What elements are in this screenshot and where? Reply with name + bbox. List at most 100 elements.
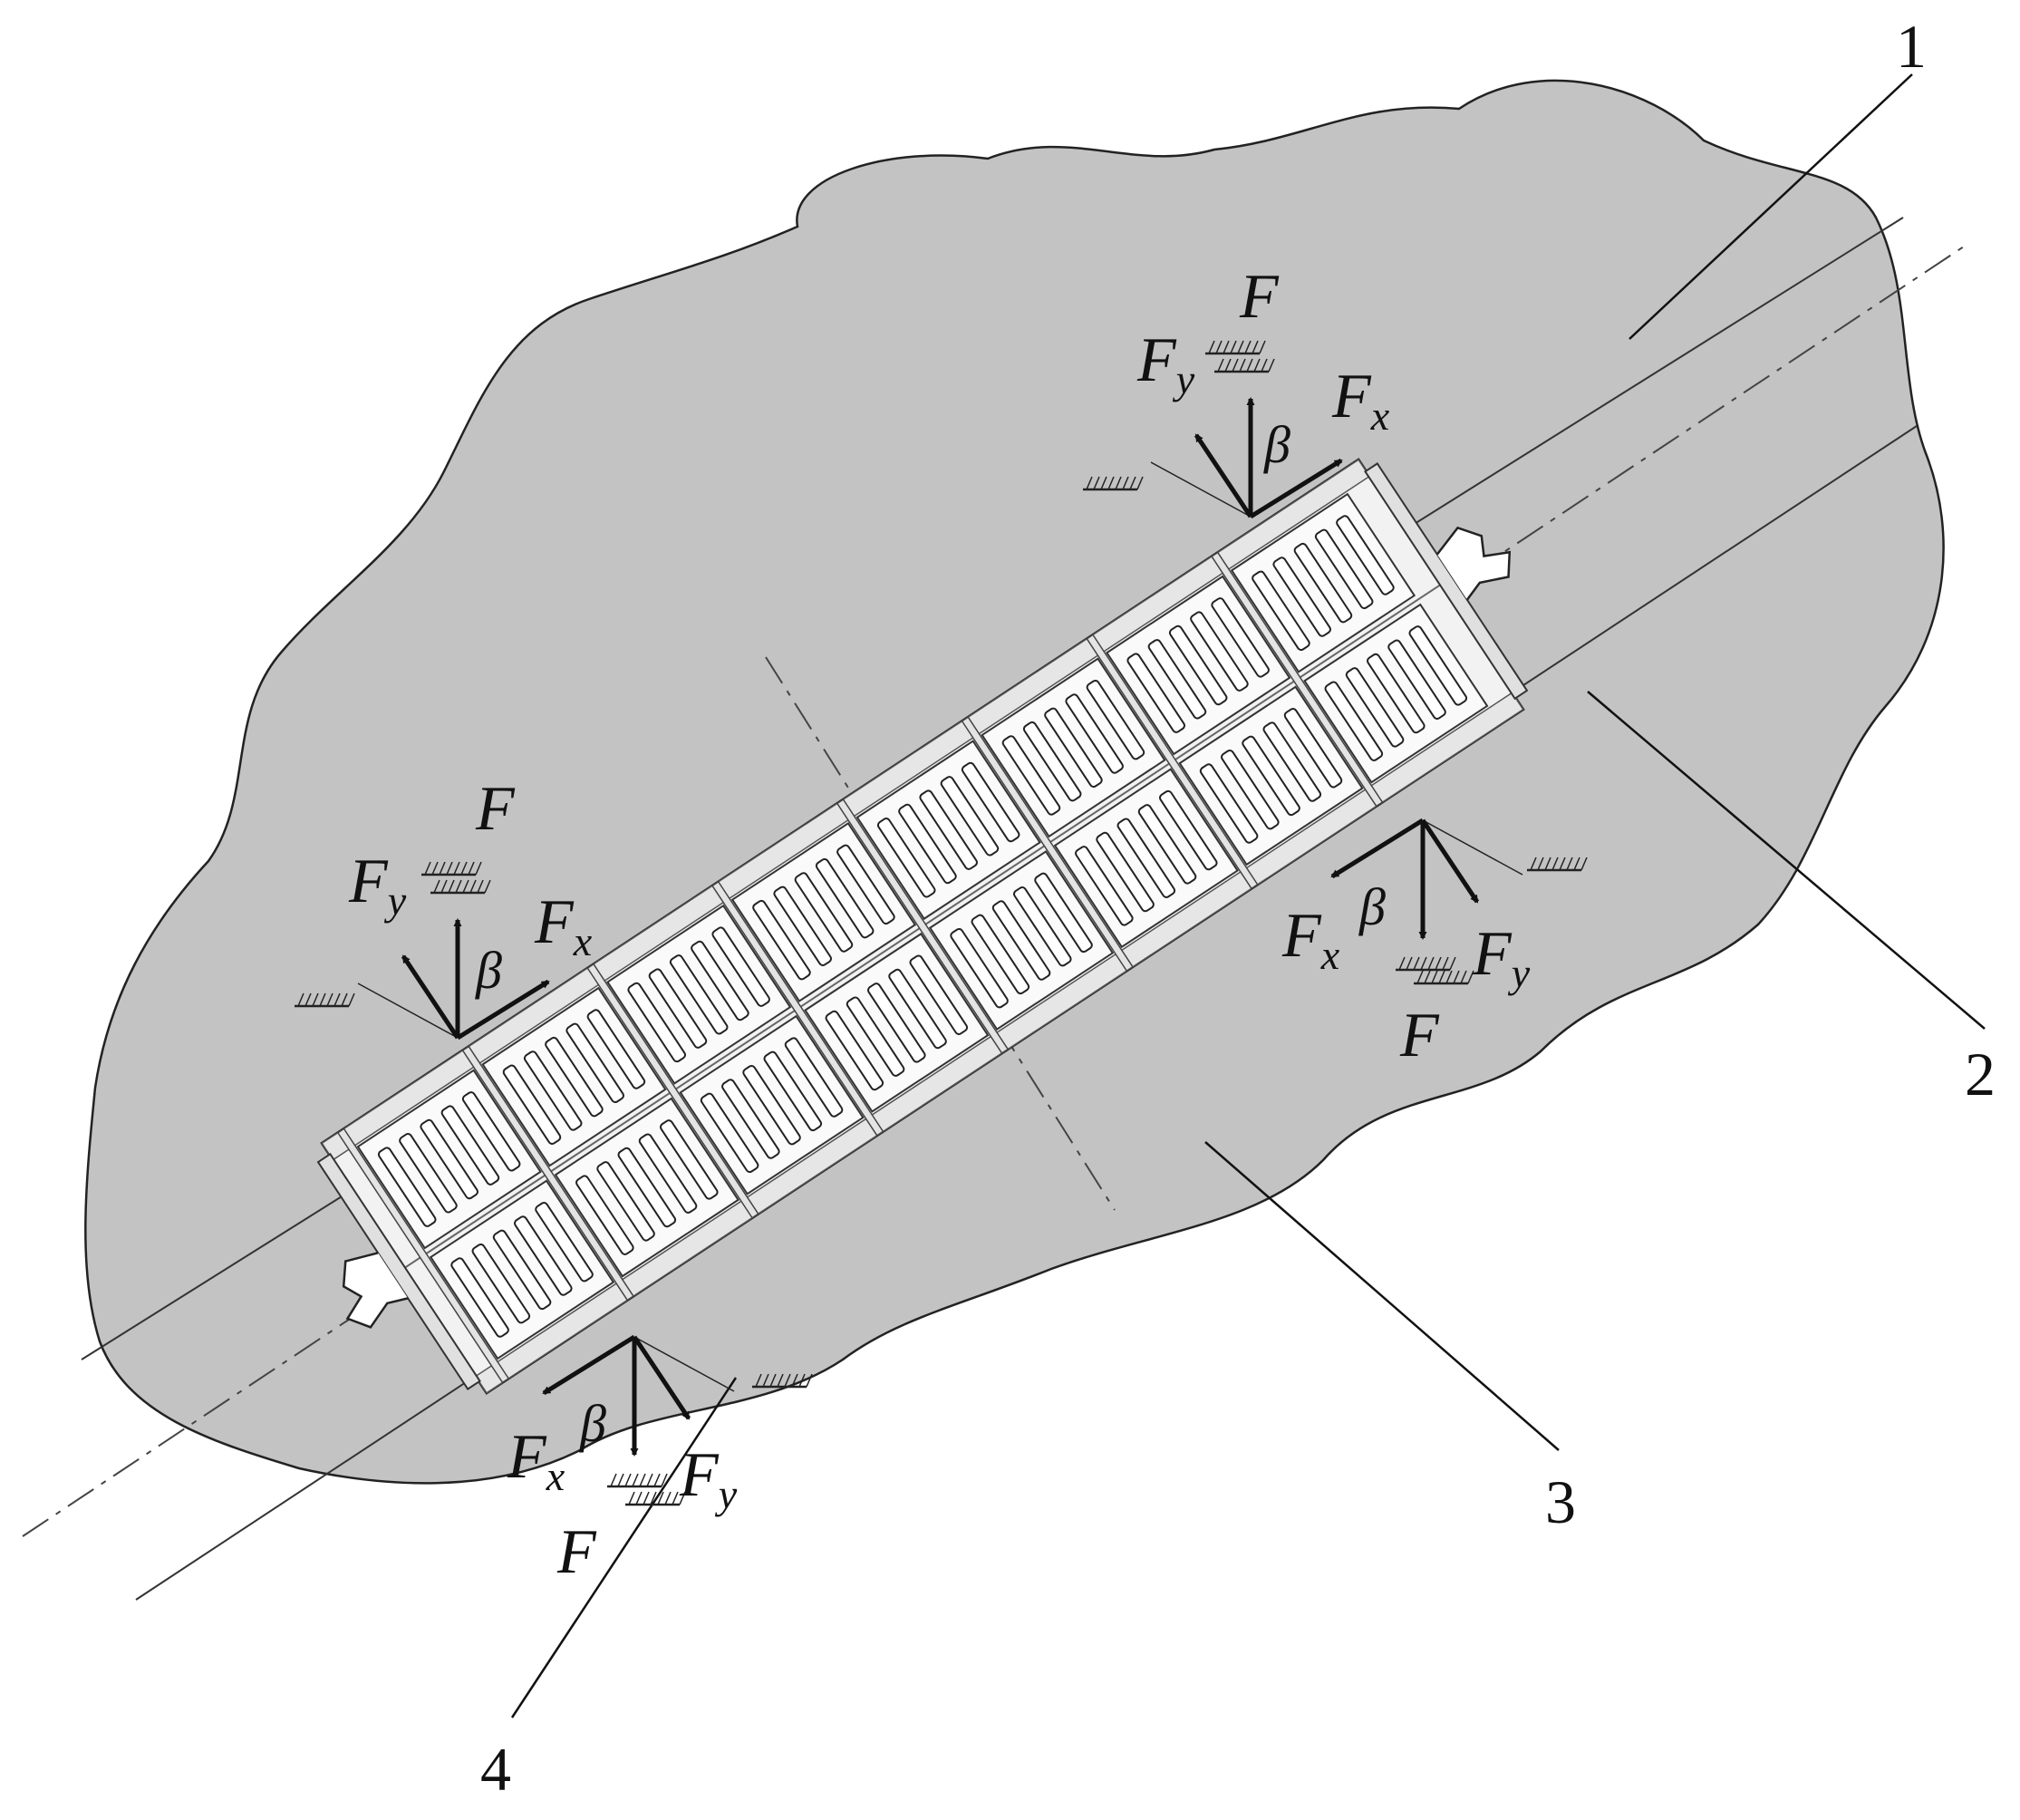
- slot: [502, 1064, 562, 1145]
- slot: [1126, 653, 1185, 733]
- slot: [991, 900, 1051, 981]
- label-beta: β: [1358, 877, 1386, 936]
- label-F: F: [475, 774, 516, 844]
- slot: [1096, 831, 1155, 913]
- slot: [535, 1201, 594, 1283]
- leader-4: [510, 1377, 738, 1718]
- callout-1: 1: [1896, 12, 1927, 81]
- slot: [742, 1064, 801, 1146]
- slot: [721, 1079, 780, 1159]
- lattice-panel: [481, 986, 667, 1167]
- slot: [1367, 653, 1426, 734]
- slot: [1044, 707, 1103, 789]
- leader-1: [1629, 73, 1913, 340]
- frame-post: [336, 1128, 510, 1384]
- slot: [1314, 528, 1374, 610]
- slot: [461, 1091, 521, 1172]
- slot: [1075, 846, 1134, 926]
- panel-grid: [336, 492, 1489, 1384]
- slot: [909, 954, 969, 1035]
- slot: [711, 926, 770, 1007]
- label-F: F: [556, 1517, 597, 1587]
- force-arrow-Fx: [456, 979, 550, 1041]
- slot: [1345, 667, 1405, 748]
- hatched-ground-icon: [1205, 340, 1266, 355]
- label-Fx: Fx: [1281, 901, 1340, 978]
- slot: [1408, 625, 1468, 706]
- slot: [700, 1092, 759, 1174]
- slot: [565, 1022, 624, 1104]
- lattice-panel: [928, 850, 1115, 1031]
- slot: [1324, 681, 1384, 761]
- slot: [471, 1243, 531, 1324]
- lattice-panel: [1178, 685, 1364, 866]
- slot: [846, 996, 905, 1077]
- slot: [1001, 735, 1061, 816]
- hatched-ground-icon: [607, 1473, 668, 1488]
- frame-post: [586, 963, 759, 1219]
- slot: [1252, 570, 1310, 652]
- slot: [1065, 693, 1124, 774]
- slot: [523, 1050, 583, 1131]
- lattice-panel: [1303, 603, 1489, 784]
- force-arrow-Fx: [1249, 458, 1343, 519]
- frame-post: [1086, 634, 1259, 890]
- label-Fx: Fx: [534, 887, 593, 964]
- slot: [450, 1257, 509, 1338]
- slot: [691, 940, 749, 1021]
- slot: [545, 1036, 604, 1118]
- slot: [876, 818, 936, 898]
- slot: [794, 872, 854, 953]
- label-Fx: Fx: [1331, 362, 1390, 439]
- slot: [825, 1010, 884, 1091]
- slot: [1293, 542, 1353, 624]
- label-Fy: Fy: [348, 847, 407, 924]
- slot: [575, 1175, 634, 1255]
- slot: [961, 761, 1020, 843]
- callout-4: 4: [480, 1735, 511, 1804]
- leader-2: [1587, 691, 1986, 1030]
- slot: [1387, 639, 1446, 720]
- hatched-ground-icon: [421, 861, 482, 876]
- slot: [1221, 749, 1280, 830]
- slot: [940, 776, 1000, 857]
- slot: [514, 1215, 573, 1296]
- frame-post: [461, 1045, 634, 1302]
- slot: [971, 914, 1030, 995]
- hatched-ground-icon: [1214, 358, 1275, 373]
- hatched-ground-icon: [1396, 956, 1456, 972]
- slot: [898, 803, 957, 885]
- slot: [669, 954, 729, 1035]
- label-Fx: Fx: [507, 1422, 565, 1499]
- slot: [888, 968, 947, 1050]
- slot: [420, 1118, 478, 1200]
- label-beta: β: [579, 1394, 606, 1453]
- slot: [586, 1009, 646, 1089]
- label-F: F: [1399, 1001, 1440, 1070]
- lattice-panel: [606, 904, 792, 1085]
- slot: [950, 927, 1009, 1009]
- lattice-panel: [429, 1179, 615, 1360]
- hatched-ground-icon: [752, 1373, 813, 1389]
- lattice-panel: [981, 657, 1166, 838]
- slot: [867, 983, 926, 1063]
- slot: [1034, 872, 1093, 954]
- slot: [1168, 624, 1228, 706]
- hatched-ground-icon: [1527, 857, 1588, 872]
- coupler-hook-icon-right: [1435, 526, 1512, 601]
- slot: [1190, 611, 1249, 692]
- slot: [1336, 515, 1395, 595]
- label-Fy: Fy: [1136, 325, 1195, 402]
- slot: [1211, 597, 1270, 678]
- slot: [773, 886, 832, 967]
- hatched-ground-icon: [1083, 476, 1144, 491]
- lattice-panel: [1230, 492, 1416, 673]
- slot: [660, 1119, 719, 1200]
- slot: [1272, 557, 1331, 637]
- slot: [763, 1050, 823, 1132]
- slot: [1262, 721, 1322, 802]
- slot: [836, 844, 895, 925]
- force-arrow-Fx: [542, 1334, 636, 1396]
